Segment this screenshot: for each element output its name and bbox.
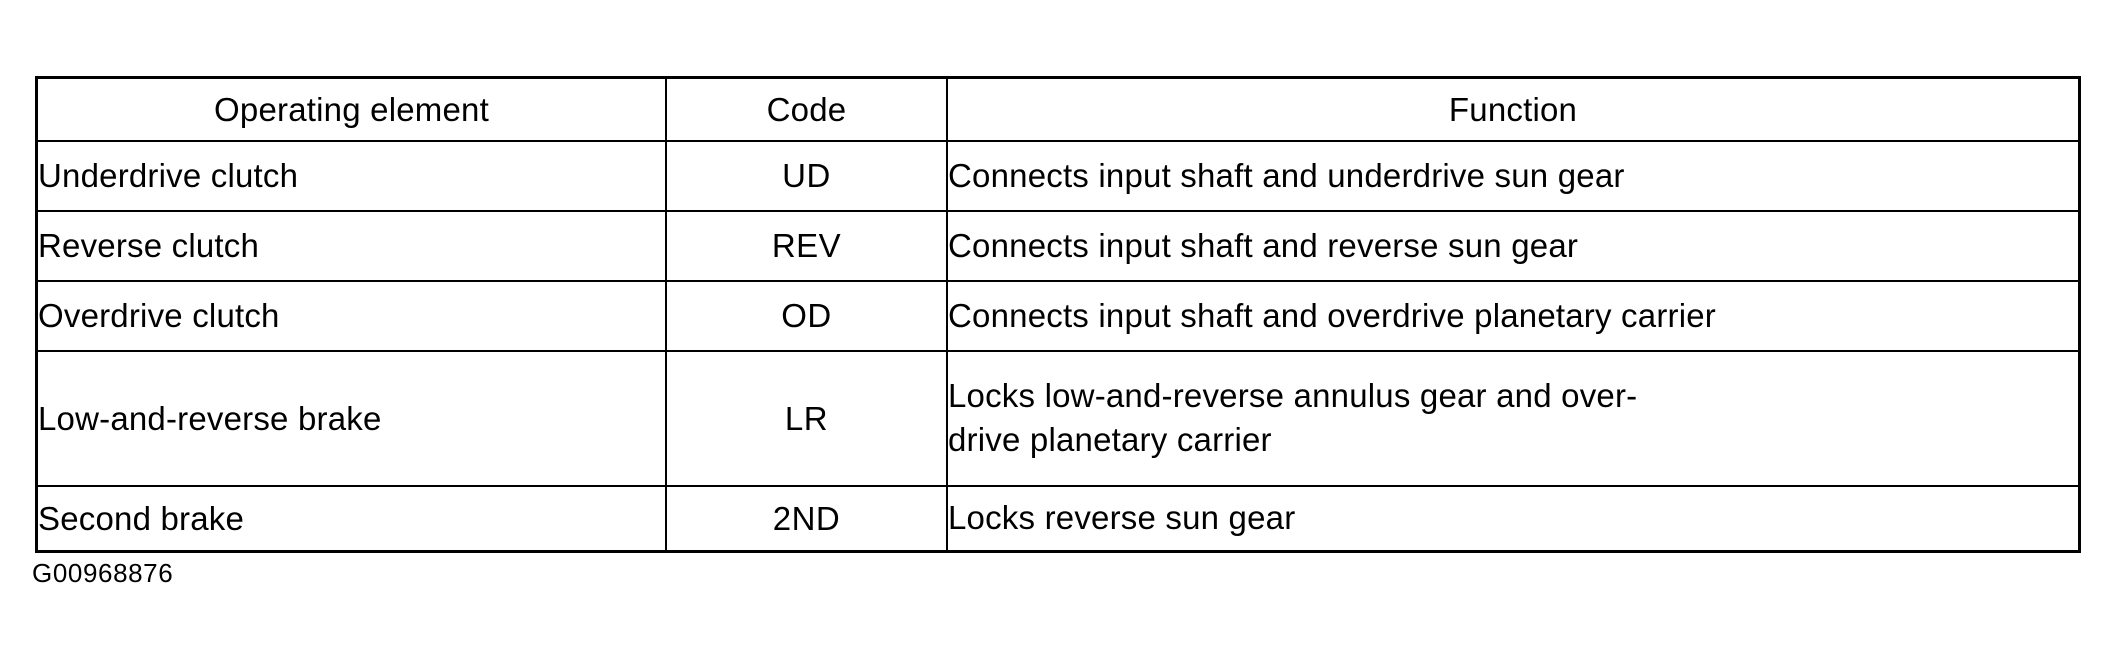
table-header: Operating element Code Function — [36, 77, 2080, 142]
cell-operating-element: Low-and-reverse brake — [36, 350, 667, 487]
column-header-function: Function — [946, 77, 2080, 142]
column-header-code: Code — [665, 77, 948, 142]
table-row: Reverse clutch REV Connects input shaft … — [36, 210, 2080, 282]
cell-code: UD — [665, 140, 948, 212]
function-text-line: Locks reverse sun gear — [948, 499, 1296, 537]
cell-operating-element: Second brake — [36, 485, 667, 552]
table-row: Low-and-reverse brake LR Locks low-and-r… — [36, 350, 2080, 487]
function-text-line: Locks low-and-reverse annulus gear and o… — [948, 377, 1638, 415]
table-row: Overdrive clutch OD Connects input shaft… — [36, 280, 2080, 352]
function-text-line: Connects input shaft and underdrive sun … — [948, 156, 1625, 194]
cell-operating-element: Reverse clutch — [36, 210, 667, 282]
cell-function: Locks low-and-reverse annulus gear and o… — [946, 350, 2080, 487]
function-text-line: drive planetary carrier — [948, 421, 1272, 458]
cell-code: LR — [665, 350, 948, 487]
column-header-operating-element: Operating element — [36, 77, 667, 142]
function-text-line: Connects input shaft and overdrive plane… — [948, 296, 1716, 334]
table-row: Second brake 2ND Locks reverse sun gear — [36, 485, 2080, 552]
operating-elements-table: Operating element Code Function Underdri… — [35, 76, 2081, 553]
cell-code: OD — [665, 280, 948, 352]
figure-caption: G00968876 — [32, 558, 174, 588]
function-text-line: Connects input shaft and reverse sun gea… — [948, 226, 1579, 264]
table-header-row: Operating element Code Function — [36, 77, 2080, 142]
cell-code: 2ND — [665, 485, 948, 552]
cell-operating-element: Overdrive clutch — [36, 280, 667, 352]
table-body: Underdrive clutch UD Connects input shaf… — [36, 140, 2080, 552]
cell-function: Connects input shaft and overdrive plane… — [946, 280, 2080, 352]
cell-code: REV — [665, 210, 948, 282]
cell-function: Connects input shaft and reverse sun gea… — [946, 210, 2080, 282]
cell-operating-element: Underdrive clutch — [36, 140, 667, 212]
cell-function: Locks reverse sun gear — [946, 485, 2080, 552]
table-row: Underdrive clutch UD Connects input shaf… — [36, 140, 2080, 212]
cell-function: Connects input shaft and underdrive sun … — [946, 140, 2080, 212]
